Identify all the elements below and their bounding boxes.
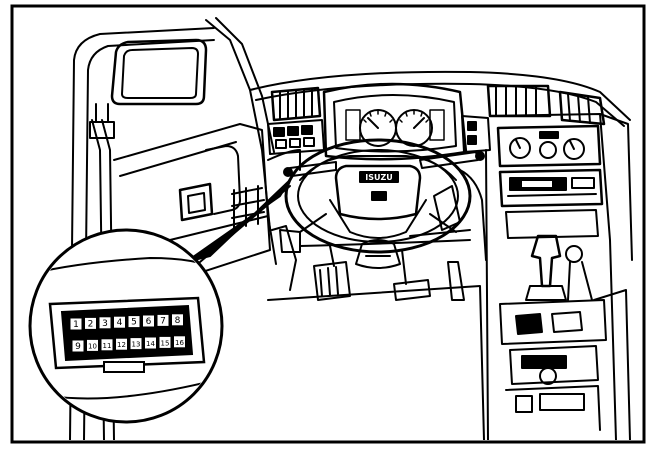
pin-number-label: 9: [75, 342, 81, 352]
pin-number-label: 4: [117, 318, 123, 328]
top-pin-1: 1: [69, 317, 83, 331]
pin-number-label: 10: [88, 342, 97, 350]
door-window: [110, 38, 208, 106]
top-pin-5: 5: [127, 315, 141, 329]
pin-number-label: 15: [161, 339, 170, 347]
top-pin-8: 8: [171, 313, 184, 327]
right-air-vent: [486, 84, 606, 126]
bottom-pin-11: 11: [100, 338, 114, 352]
door-panel: [113, 123, 277, 301]
badge-text: ISUZU: [365, 173, 393, 182]
left-air-vent: [270, 86, 322, 122]
pin-number-label: 3: [102, 319, 108, 329]
radio-unit: [498, 168, 604, 208]
pin-number-label: 8: [175, 316, 181, 326]
tachometer-gauge: [395, 109, 433, 147]
pin-number-label: 1: [73, 320, 79, 330]
top-pin-6: 6: [142, 314, 155, 328]
top-pin-2: 2: [84, 316, 97, 330]
bottom-pin-10: 10: [86, 338, 99, 352]
top-pin-4: 4: [113, 315, 126, 329]
steering-wheel: [284, 138, 472, 254]
center-console: [485, 113, 633, 440]
bottom-pin-12: 12: [115, 337, 128, 351]
bottom-pin-13: 13: [129, 337, 143, 351]
console-base: [499, 289, 631, 440]
top-pin-7: 7: [156, 313, 170, 327]
pin-number-label: 14: [146, 340, 155, 348]
pin-number-label: 12: [117, 341, 126, 349]
bottom-pin-16: 16: [173, 335, 186, 349]
connector-bottom-row: 9 10 11 12 13 14 15 16: [71, 335, 186, 353]
bottom-pin-9: 9: [71, 339, 85, 353]
hvac-controls: [496, 124, 602, 168]
lower-dash: [267, 149, 487, 291]
top-pin-3: 3: [98, 316, 112, 330]
bottom-pin-14: 14: [144, 336, 157, 350]
floor-mat: [267, 239, 485, 440]
pin-number-label: 6: [146, 317, 152, 327]
stalk-levers: [283, 151, 485, 177]
callout-pointer: [185, 179, 291, 263]
pin-number-label: 7: [160, 316, 166, 326]
right-switch-panel: [461, 115, 491, 153]
pedals: [313, 245, 465, 301]
isuzu-badge: ISUZU: [359, 171, 399, 201]
storage-pocket: [505, 209, 599, 239]
pin-number-label: 11: [103, 342, 112, 350]
gear-shift: [525, 234, 567, 301]
pin-number-label: 13: [132, 341, 141, 349]
steering-hub: [334, 164, 422, 221]
transfer-lever: [565, 245, 593, 301]
pin-number-label: 16: [175, 339, 184, 347]
speedometer-gauge: [359, 109, 397, 147]
pin-number-label: 5: [131, 318, 137, 328]
steering-column: [355, 239, 401, 269]
bottom-pin-15: 15: [158, 335, 172, 349]
pin-number-label: 2: [88, 319, 94, 329]
